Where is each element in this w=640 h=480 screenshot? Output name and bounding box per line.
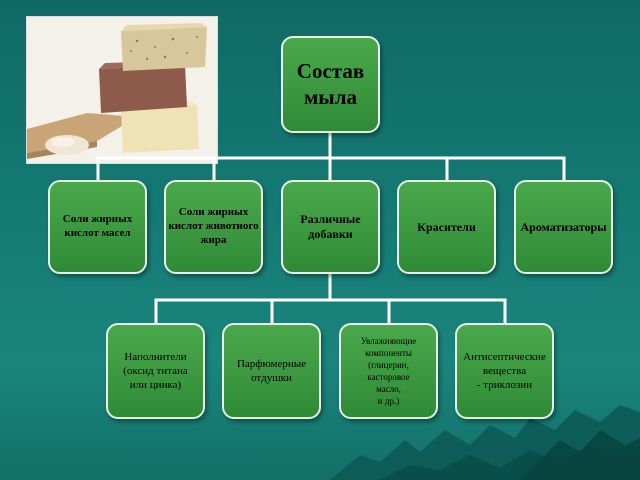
node-label: Соли жирных кислот животного жира — [168, 206, 259, 246]
node-various-additives: Различные добавки — [281, 180, 380, 274]
node-soap-composition: Состав мыла — [281, 36, 380, 133]
node-label: Увлажняющие компоненты (глицерин, кастор… — [360, 335, 417, 407]
soap-bars-image — [27, 17, 217, 163]
node-soap-composition-label: Состав мыла — [296, 59, 365, 109]
node-label: Антисептические вещества - триклозин — [463, 350, 546, 392]
node-fatty-acid-salts-animal-fat: Соли жирных кислот животного жира — [164, 180, 263, 274]
node-dyes: Красители — [397, 180, 496, 274]
node-fillers: Наполнители (оксид титана или цинка) — [106, 323, 205, 419]
soap-photo — [26, 16, 218, 164]
node-label: Различные добавки — [300, 212, 361, 241]
node-perfume-fragrances: Парфюмерные отдушки — [222, 323, 321, 419]
node-label: Красители — [417, 219, 476, 234]
node-fatty-acid-salts-oils: Соли жирных кислот масел — [48, 180, 147, 274]
node-antiseptics: Антисептические вещества - триклозин — [455, 323, 554, 419]
node-label: Парфюмерные отдушки — [236, 357, 307, 384]
node-fragrances: Ароматизаторы — [514, 180, 613, 274]
node-label: Наполнители (оксид титана или цинка) — [123, 350, 188, 392]
node-moisturizers: Увлажняющие компоненты (глицерин, кастор… — [339, 323, 438, 419]
node-label: Соли жирных кислот масел — [62, 213, 133, 239]
node-label: Ароматизаторы — [520, 219, 607, 234]
